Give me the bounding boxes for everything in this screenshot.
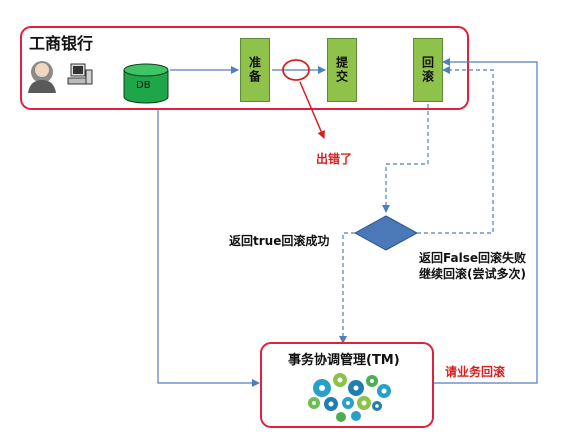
decision-failure-label: 返回False回滚失败 继续回滚(尝试多次)	[419, 251, 526, 281]
bank-to-tm-arrow	[157, 109, 260, 387]
gears-icon	[308, 373, 391, 422]
step-rollback: 回滚	[413, 38, 443, 102]
error-label: 出错了	[316, 152, 353, 166]
tm-to-rollback-arrow	[434, 58, 538, 384]
tm-container	[260, 342, 434, 428]
decision-success-dashed	[339, 232, 355, 344]
bank-container	[20, 26, 469, 110]
step-commit: 提交	[327, 38, 357, 102]
bank-title: 工商银行	[29, 34, 94, 53]
rollback-to-decision-dashed	[382, 104, 429, 213]
decision-retry-dashed	[417, 66, 494, 234]
request-rollback-label: 请业务回滚	[445, 365, 506, 379]
decision-success-label: 返回true回滚成功	[229, 234, 330, 248]
error-pointer-arrow	[299, 81, 325, 139]
step-prepare: 准备	[240, 38, 270, 102]
db-label: DB	[136, 80, 151, 91]
tm-title: 事务协调管理(TM)	[288, 353, 400, 368]
error-ellipse	[282, 59, 310, 81]
database-icon	[123, 63, 169, 104]
computer-icon	[67, 63, 93, 85]
decision-diamond	[353, 215, 419, 251]
user-icon	[28, 61, 56, 93]
